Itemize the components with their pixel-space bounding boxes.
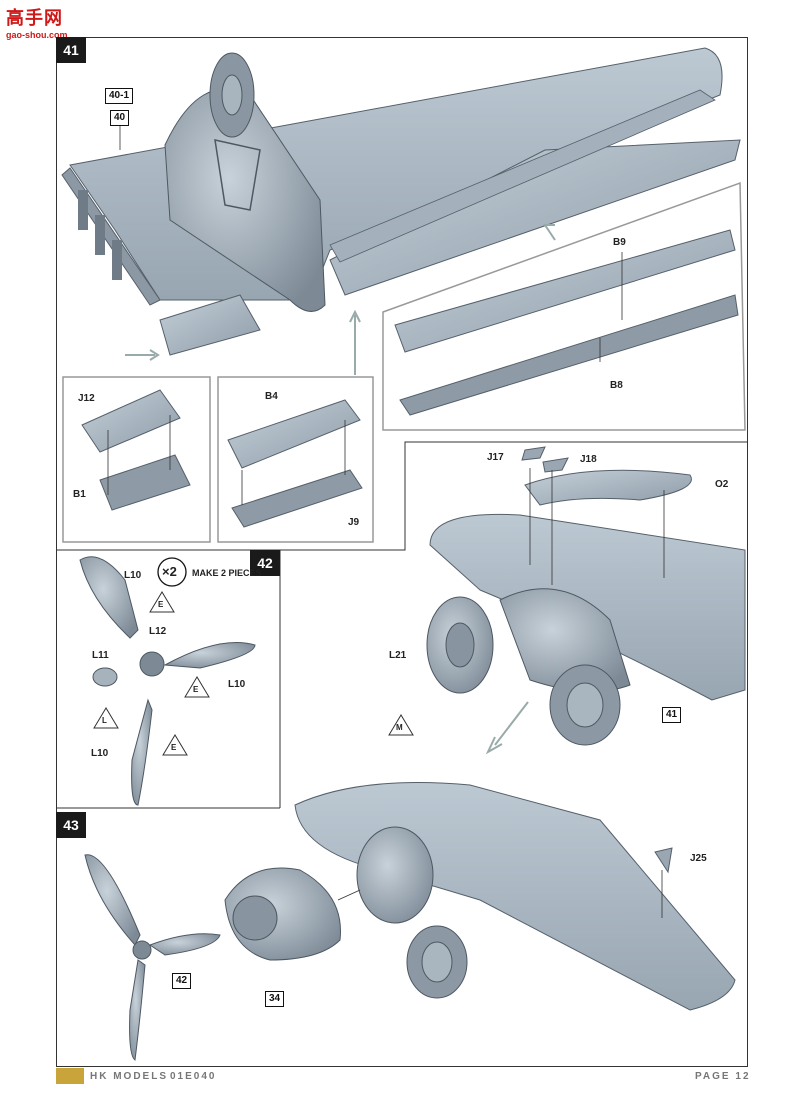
step42-propeller	[79, 556, 256, 806]
multiplier-badge: ×2	[162, 564, 177, 579]
site-watermark-logo: 高手网 gao-shou.com	[6, 4, 68, 40]
detail-box-b9-b8	[382, 181, 746, 431]
ref-step-41: 41	[662, 707, 682, 723]
step-number-41: 41	[56, 37, 86, 63]
step-number-42: 42	[250, 550, 280, 576]
brand-logo	[56, 1068, 84, 1084]
ref-step-34: 34	[265, 991, 285, 1007]
part-label-l12: L12	[149, 626, 167, 637]
part-label-o2: O2	[715, 479, 729, 490]
part-label-l11: L11	[92, 650, 109, 661]
part-label-b8: B8	[610, 380, 623, 391]
make-pieces-note: MAKE 2 PIECES	[192, 568, 262, 578]
footer-brand: HK MODELS	[90, 1071, 168, 1082]
part-label-j17: J17	[487, 452, 504, 463]
ref-step-40-1: 40-1	[105, 88, 134, 104]
detail-box-b4-j9	[217, 376, 374, 543]
part-label-j12: J12	[78, 393, 95, 404]
part-label-b9: B9	[613, 237, 626, 248]
part-label-l10-right: L10	[228, 679, 246, 690]
marker-e-1: E	[158, 600, 164, 609]
step43-final-assembly	[84, 782, 736, 1061]
marker-e-3: E	[171, 743, 177, 752]
marker-l: L	[102, 716, 107, 725]
step-number-43: 43	[56, 812, 86, 838]
marker-m: M	[396, 723, 403, 732]
ref-step-42: 42	[172, 973, 192, 989]
ref-step-40: 40	[110, 110, 130, 126]
part-label-b4: B4	[265, 391, 278, 402]
part-label-l10-bottom: L10	[91, 748, 109, 759]
cowling-top	[524, 469, 692, 506]
part-label-b1: B1	[73, 489, 86, 500]
gear-door	[159, 294, 261, 356]
page-frame	[56, 37, 748, 1067]
part-label-j9: J9	[348, 517, 360, 528]
step41-wing-assembly	[61, 47, 741, 375]
part-label-j18: J18	[580, 454, 597, 465]
footer-code: 01E040	[170, 1071, 217, 1082]
part-label-j25: J25	[690, 853, 707, 864]
detail-box-j12-b1	[62, 376, 211, 543]
wing-engine-detail	[426, 446, 746, 755]
footer-page: PAGE 12	[695, 1071, 751, 1082]
part-label-l10-top: L10	[124, 570, 142, 581]
flap-part	[329, 139, 741, 296]
marker-e-2: E	[193, 685, 199, 694]
watermark-title: 高手网	[6, 8, 63, 28]
watermark-url: gao-shou.com	[6, 30, 68, 40]
part-label-l21: L21	[389, 650, 407, 661]
